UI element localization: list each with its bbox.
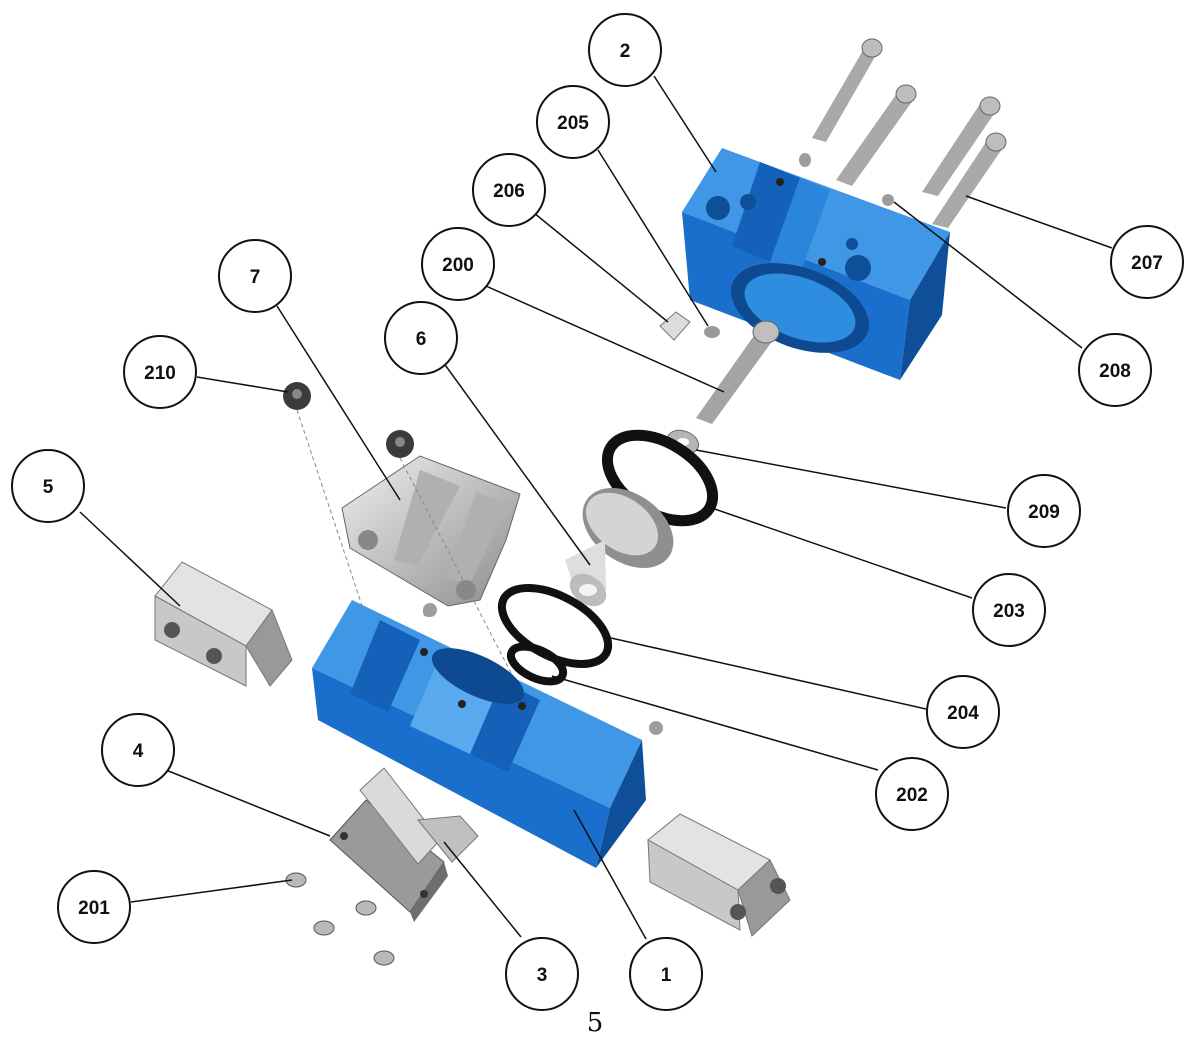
page-number: 5	[586, 1008, 604, 1038]
svg-text:209: 209	[1028, 502, 1060, 523]
callout-7: 7	[218, 239, 292, 313]
callout-6: 6	[384, 301, 458, 375]
callout-204: 204	[926, 675, 1000, 749]
part-5-clamp-right	[647, 813, 791, 937]
part-202-oring	[506, 642, 568, 686]
svg-text:208: 208	[1099, 361, 1131, 382]
part-set-screw-nubs	[423, 603, 663, 735]
callout-203: 203	[972, 573, 1046, 647]
svg-text:204: 204	[947, 703, 979, 724]
callout-210: 210	[123, 335, 197, 409]
part-5-clamp-left	[154, 561, 293, 687]
callout-207: 207	[1110, 225, 1184, 299]
callout-200: 200	[421, 227, 495, 301]
svg-text:1: 1	[661, 965, 672, 986]
part-2-upper-block	[682, 148, 950, 380]
svg-text:205: 205	[557, 113, 589, 134]
callout-208: 208	[1078, 333, 1152, 407]
svg-text:2: 2	[620, 41, 631, 62]
callout-5: 5	[11, 449, 85, 523]
part-7-plate	[341, 455, 521, 607]
svg-text:200: 200	[442, 255, 474, 276]
svg-text:206: 206	[493, 181, 525, 202]
svg-text:202: 202	[896, 785, 928, 806]
callout-4: 4	[101, 713, 175, 787]
callout-202: 202	[875, 757, 949, 831]
svg-text:5: 5	[43, 477, 54, 498]
part-4-cover-plate	[329, 799, 448, 922]
svg-text:203: 203	[993, 601, 1025, 622]
svg-text:3: 3	[537, 965, 548, 986]
callout-209: 209	[1007, 474, 1081, 548]
svg-text:207: 207	[1131, 253, 1163, 274]
part-208-set-screws	[799, 153, 894, 206]
leader-lines	[79, 75, 1113, 940]
callout-3: 3	[505, 937, 579, 1011]
callout-205: 205	[536, 85, 610, 159]
svg-text:4: 4	[133, 741, 144, 762]
part-201-screws	[285, 872, 395, 966]
part-3-bracket	[359, 767, 479, 865]
part-1-main-body	[312, 600, 662, 868]
part-6-hub	[565, 488, 674, 607]
svg-text:201: 201	[78, 898, 110, 919]
svg-text:6: 6	[416, 329, 427, 350]
part-200-bolt	[696, 320, 780, 424]
part-207-long-screws	[812, 38, 1007, 228]
callout-2: 2	[588, 13, 662, 87]
callout-206: 206	[472, 153, 546, 227]
callout-1: 1	[629, 937, 703, 1011]
svg-text:210: 210	[144, 363, 176, 384]
callout-201: 201	[57, 870, 131, 944]
svg-text:7: 7	[250, 267, 261, 288]
part-205-206-pin-washer	[659, 311, 720, 341]
